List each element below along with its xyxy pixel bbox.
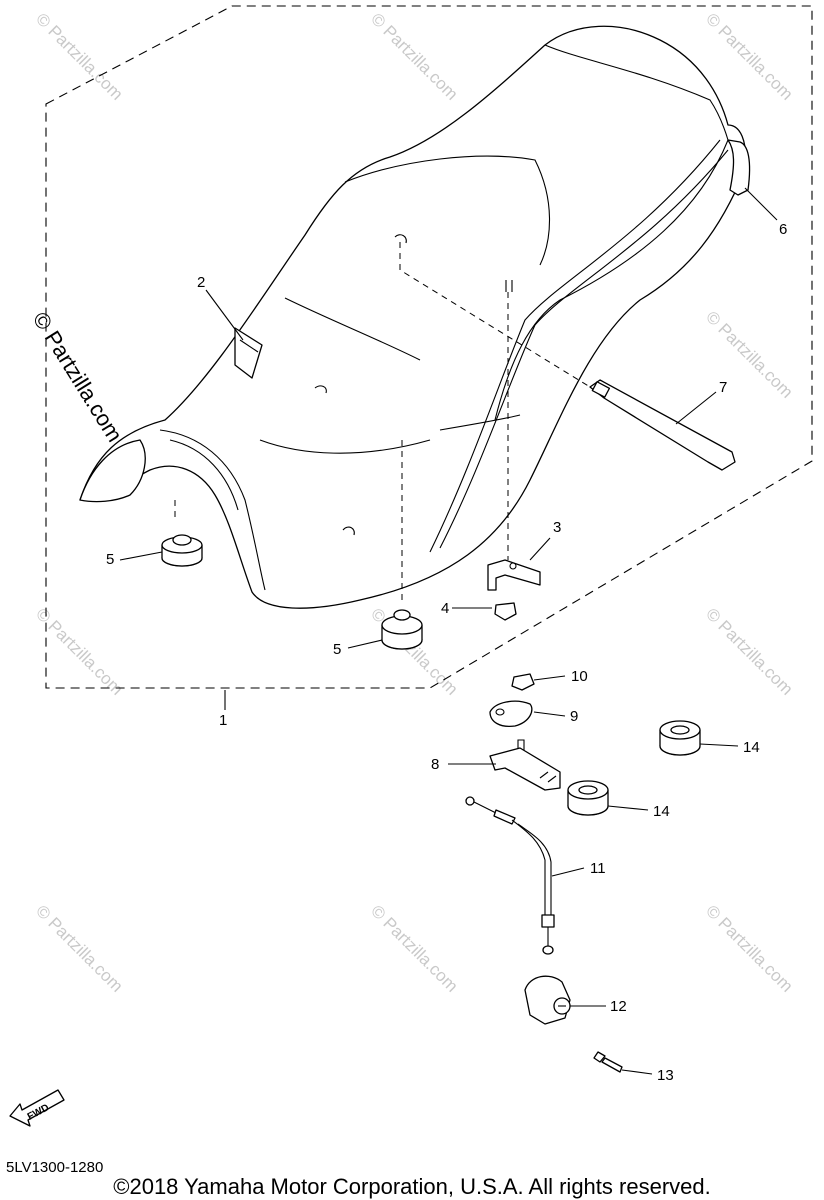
watermark: © Partzilla.com [367, 901, 461, 995]
callout-5: 5 [106, 551, 114, 568]
assembly-boundary [45, 5, 813, 689]
callout-6: 6 [779, 221, 787, 238]
callout-labels: 1 2 3 4 5 5 6 7 8 9 10 11 12 13 14 14 [106, 221, 787, 1084]
seat-bracket [487, 559, 541, 591]
watermark-large: © Partzilla.com [28, 307, 128, 446]
seat-strap [589, 379, 736, 471]
callout-7: 7 [719, 379, 727, 396]
watermark: © Partzilla.com [32, 9, 126, 103]
watermark: © Partzilla.com [32, 901, 126, 995]
watermark: © Partzilla.com [702, 307, 796, 401]
assembly-lines [174, 242, 591, 605]
callout-11: 11 [590, 860, 606, 877]
damper-5-left [161, 534, 203, 567]
callout-2: 2 [197, 274, 205, 291]
damper-14-upper [659, 720, 701, 756]
diagram-code: 5LV1300-1280 [6, 1159, 104, 1176]
callout-3: 3 [553, 519, 561, 536]
callout-1: 1 [219, 712, 227, 729]
callout-12: 12 [610, 998, 627, 1015]
damper-14-lower [567, 780, 609, 816]
watermark: © Partzilla.com [367, 9, 461, 103]
callout-4: 4 [441, 600, 449, 617]
callout-14: 14 [653, 803, 670, 820]
fwd-arrow-icon: FWD [9, 1089, 65, 1127]
callout-14: 14 [743, 739, 760, 756]
watermark: © Partzilla.com [702, 9, 796, 103]
callout-13: 13 [657, 1067, 674, 1084]
callout-8: 8 [431, 756, 439, 773]
seat-assembly [79, 25, 751, 609]
copyright-notice: ©2018 Yamaha Motor Corporation, U.S.A. A… [113, 1174, 711, 1199]
nut-4 [494, 602, 517, 621]
callout-10: 10 [571, 668, 588, 685]
lock-parts [465, 673, 623, 1073]
watermark: © Partzilla.com [702, 604, 796, 698]
watermark: © Partzilla.com [702, 901, 796, 995]
callout-5: 5 [333, 641, 341, 658]
callout-9: 9 [570, 708, 578, 725]
leader-lines [119, 187, 778, 1075]
